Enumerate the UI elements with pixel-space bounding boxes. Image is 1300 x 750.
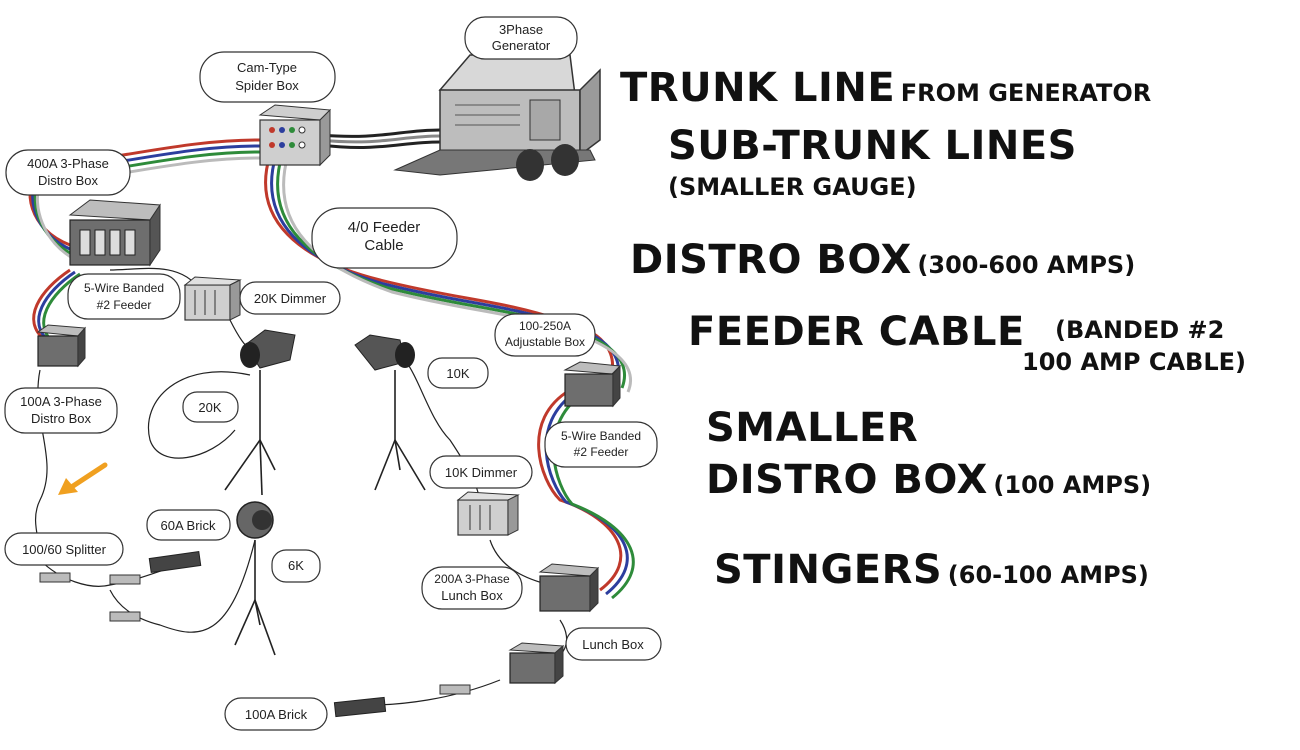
label-lunchbox-200a: 200A 3-Phase Lunch Box	[421, 566, 523, 610]
dimmer-20k-illustration	[183, 276, 242, 321]
distro-100a-illustration	[36, 324, 87, 368]
lunchbox-200a-illustration	[538, 563, 600, 613]
svg-text:Spider Box: Spider Box	[235, 78, 299, 93]
bricks-illustration	[39, 551, 471, 718]
label-splitter: 100/60 Splitter	[4, 532, 124, 566]
light-10k-illustration	[354, 334, 426, 491]
svg-text:4/0 Feeder: 4/0 Feeder	[348, 219, 421, 236]
label-light-20k: 20K	[182, 391, 239, 423]
legend-trunk-line: TRUNK LINE FROM GENERATOR	[620, 68, 1151, 108]
legend-smaller-distro-2: DISTRO BOX (100 AMPS)	[706, 457, 1152, 503]
legend-distro-sub: (300-600 AMPS)	[917, 251, 1136, 279]
generator-illustration	[393, 54, 601, 181]
svg-text:Lunch Box: Lunch Box	[441, 588, 503, 603]
legend-stingers-main: STINGERS	[714, 547, 943, 593]
light-20k-illustration	[224, 329, 296, 496]
svg-text:Distro Box: Distro Box	[38, 173, 98, 188]
legend-feeder-sub1: (BANDED #2	[1055, 316, 1225, 344]
svg-text:Adjustable Box: Adjustable Box	[505, 335, 585, 349]
label-lunchbox: Lunch Box	[565, 627, 662, 661]
label-brick-60a: 60A Brick	[146, 509, 231, 541]
svg-text:5-Wire Banded: 5-Wire Banded	[561, 429, 641, 443]
svg-text:Cable: Cable	[364, 237, 403, 254]
svg-text:5-Wire Banded: 5-Wire Banded	[84, 281, 164, 295]
legend-trunk-main: TRUNK LINE	[620, 65, 896, 111]
label-dimmer-10k: 10K Dimmer	[429, 455, 533, 489]
label-brick-100a: 100A Brick	[224, 697, 328, 731]
trunk-cables	[28, 128, 635, 600]
svg-text:100A 3-Phase: 100A 3-Phase	[20, 394, 102, 409]
svg-text:20K: 20K	[198, 400, 221, 415]
legend-feeder-main: FEEDER CABLE	[688, 309, 1025, 355]
svg-text:200A 3-Phase: 200A 3-Phase	[434, 572, 510, 586]
legend-subtrunk-sub: (SMALLER GAUGE)	[668, 173, 917, 201]
svg-text:60A Brick: 60A Brick	[161, 518, 216, 533]
svg-text:20K Dimmer: 20K Dimmer	[254, 291, 327, 306]
svg-text:Distro Box: Distro Box	[31, 411, 91, 426]
label-distro-100a: 100A 3-Phase Distro Box	[4, 387, 118, 434]
label-banded-feeder-right: 5-Wire Banded #2 Feeder	[544, 421, 658, 468]
svg-text:Lunch Box: Lunch Box	[582, 637, 644, 652]
highlight-arrow	[58, 462, 108, 495]
svg-text:400A 3-Phase: 400A 3-Phase	[27, 156, 109, 171]
legend-stingers: STINGERS (60-100 AMPS)	[714, 550, 1149, 590]
svg-text:6K: 6K	[288, 558, 304, 573]
legend-feeder: FEEDER CABLE	[688, 312, 1025, 352]
svg-text:#2 Feeder: #2 Feeder	[97, 298, 152, 312]
legend-stingers-sub: (60-100 AMPS)	[947, 561, 1149, 589]
svg-text:Cam-Type: Cam-Type	[237, 60, 297, 75]
label-spider-box: Cam-Type Spider Box	[199, 51, 336, 103]
svg-text:3Phase: 3Phase	[499, 22, 543, 37]
legend-distro: DISTRO BOX (300-600 AMPS)	[630, 240, 1135, 280]
svg-text:100-250A: 100-250A	[519, 319, 571, 333]
label-dimmer-20k: 20K Dimmer	[239, 281, 341, 315]
adjustable-box-illustration	[563, 361, 622, 408]
label-banded-feeder-left: 5-Wire Banded #2 Feeder	[67, 273, 181, 320]
label-generator: 3Phase Generator	[464, 16, 578, 60]
label-light-6k: 6K	[271, 549, 321, 583]
lunchbox-illustration	[508, 642, 565, 685]
legend-subtrunk-main: SUB-TRUNK LINES	[668, 123, 1077, 169]
label-distro-400a: 400A 3-Phase Distro Box	[5, 149, 131, 196]
svg-text:100/60 Splitter: 100/60 Splitter	[22, 542, 107, 557]
legend-distro-main: DISTRO BOX	[630, 237, 912, 283]
label-feeder-4-0: 4/0 Feeder Cable	[311, 207, 458, 269]
svg-text:10K Dimmer: 10K Dimmer	[445, 465, 518, 480]
light-6k-illustration	[234, 501, 276, 656]
svg-text:Generator: Generator	[492, 38, 551, 53]
legend-feeder-sub2: 100 AMP CABLE)	[1022, 348, 1246, 376]
legend-trunk-sub: FROM GENERATOR	[900, 79, 1152, 107]
label-adjustable-box: 100-250A Adjustable Box	[494, 313, 596, 357]
legend-subtrunk: SUB-TRUNK LINES	[668, 126, 1077, 166]
dimmer-10k-illustration	[456, 491, 520, 536]
distro-400a-illustration	[68, 199, 161, 267]
label-light-10k: 10K	[427, 357, 489, 389]
svg-text:#2 Feeder: #2 Feeder	[574, 445, 629, 459]
legend-smaller-distro-1: SMALLER	[706, 405, 919, 451]
svg-text:100A Brick: 100A Brick	[245, 707, 308, 722]
svg-text:10K: 10K	[446, 366, 469, 381]
spider-box-illustration	[258, 104, 332, 167]
